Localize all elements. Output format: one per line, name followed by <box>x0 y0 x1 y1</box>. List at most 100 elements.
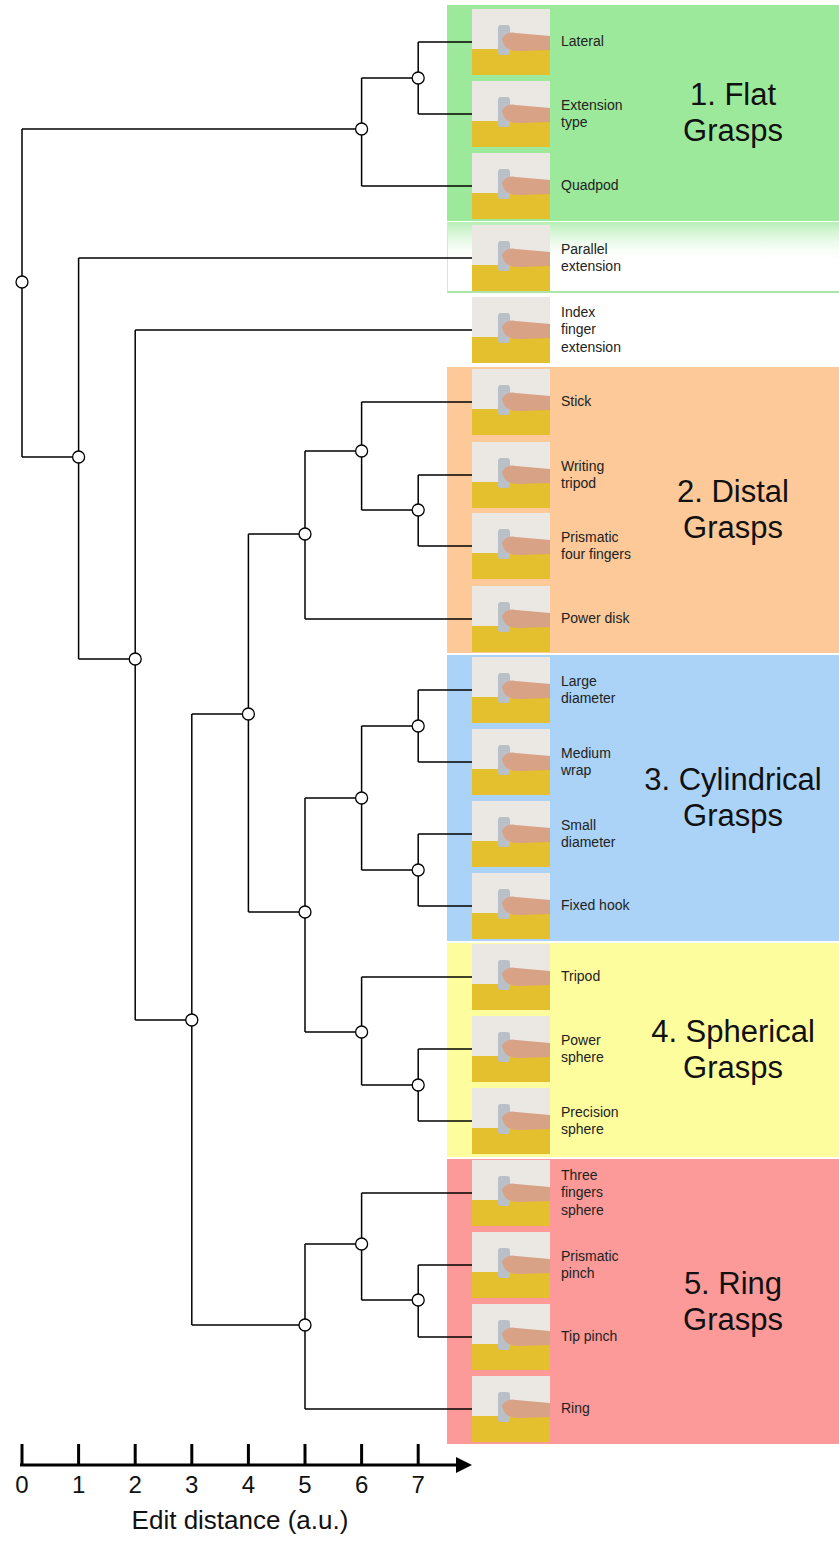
group-title: 3. Cylindrical Grasps <box>631 762 836 833</box>
grasp-label: Prismatic four fingers <box>561 529 633 563</box>
junction-circle <box>412 1079 424 1091</box>
axis-title: Edit distance (a.u.) <box>132 1505 349 1535</box>
photo-table <box>472 1200 550 1226</box>
axis-tick <box>134 1444 137 1465</box>
tick-label: 2 <box>129 1471 142 1498</box>
axis-tick <box>304 1444 307 1465</box>
grasp-label: Stick <box>561 393 633 410</box>
grasp-label: Large diameter <box>561 673 633 707</box>
junction-circle <box>242 708 254 720</box>
dendrogram-line <box>79 658 136 660</box>
grasp-photo <box>472 225 550 291</box>
photo-hand <box>502 1112 550 1130</box>
grasp-photo <box>472 801 550 867</box>
photo-table <box>472 841 550 867</box>
dendrogram-tree <box>16 42 472 1409</box>
dendrogram-line <box>22 456 79 458</box>
photo-wall <box>472 442 550 508</box>
junction-circle <box>356 792 368 804</box>
junction-circle <box>16 276 28 288</box>
photo-table <box>472 626 550 652</box>
dendrogram-line <box>362 185 472 187</box>
grasp-photo <box>472 513 550 579</box>
tick-label: 6 <box>355 1471 368 1498</box>
grasp-label: Lateral <box>561 33 633 50</box>
grasp-label: Small diameter <box>561 817 633 851</box>
dendrogram-line <box>418 474 472 476</box>
dendrogram-line <box>79 257 472 259</box>
photo-wall <box>472 1016 550 1082</box>
dendrogram-line <box>305 1408 472 1410</box>
band-edge <box>447 291 839 293</box>
dendrogram-line <box>21 129 23 457</box>
grasp-label: Quadpod <box>561 177 633 194</box>
dendrogram-line <box>192 1324 305 1326</box>
grasp-photo <box>472 586 550 652</box>
dendrogram-line <box>418 113 472 115</box>
photo-table <box>472 49 550 75</box>
tick-label: 4 <box>242 1471 255 1498</box>
grasp-label: Ring <box>561 1400 633 1417</box>
dendrogram-line <box>305 618 472 620</box>
tick-label: 3 <box>185 1471 198 1498</box>
photo-hand <box>502 33 550 51</box>
photo-wall <box>472 657 550 723</box>
photo-wall <box>472 513 550 579</box>
photo-wall <box>472 153 550 219</box>
photo-hand <box>502 968 550 986</box>
dendrogram-line <box>305 450 362 452</box>
dendrogram-line <box>362 869 419 871</box>
axis-tick <box>21 1444 24 1465</box>
photo-hand <box>502 321 550 339</box>
photo-wall <box>472 1160 550 1226</box>
dendrogram-line <box>305 1031 362 1033</box>
dendrogram-line <box>362 509 419 511</box>
junction-circle <box>186 1014 198 1026</box>
grasp-photo <box>472 1376 550 1442</box>
photo-hand <box>502 753 550 771</box>
photo-table <box>472 769 550 795</box>
dendrogram-line <box>135 1019 192 1021</box>
photo-wall <box>472 944 550 1010</box>
photo-hand <box>502 177 550 195</box>
grasp-photo <box>472 944 550 1010</box>
photo-hand <box>502 393 550 411</box>
photo-wall <box>472 801 550 867</box>
photo-hand <box>502 897 550 915</box>
label-slot: 3 <box>185 1472 198 1498</box>
photo-layer <box>472 9 550 1442</box>
group-title: 5. Ring Grasps <box>658 1266 808 1337</box>
label-slot: Edit distance (a.u.) <box>132 1506 349 1535</box>
dendrogram-line <box>305 797 362 799</box>
grasp-label: Three fingers sphere <box>561 1167 633 1218</box>
dendrogram-line <box>305 1243 362 1245</box>
photo-table <box>472 1056 550 1082</box>
grasp-label: Tripod <box>561 968 633 985</box>
grasp-photo <box>472 729 550 795</box>
photo-table <box>472 482 550 508</box>
photo-table <box>472 1416 550 1442</box>
dendrogram-line <box>135 329 472 331</box>
dendrogram-line <box>362 1192 472 1194</box>
axis-line <box>20 1464 460 1467</box>
tick-label: 5 <box>298 1471 311 1498</box>
grasp-label: Power disk <box>561 610 633 627</box>
photo-hand <box>502 1256 550 1274</box>
photo-hand <box>502 537 550 555</box>
dendrogram-line <box>248 911 305 913</box>
grasp-photo <box>472 297 550 363</box>
label-slot: 4 <box>242 1472 255 1498</box>
axis-tick <box>417 1444 420 1465</box>
grasp-photo <box>472 657 550 723</box>
dendrogram-line <box>418 1120 472 1122</box>
dendrogram-line <box>362 401 472 403</box>
tick-label: 0 <box>15 1471 28 1498</box>
photo-wall <box>472 586 550 652</box>
junction-circle <box>299 906 311 918</box>
dendrogram-line <box>362 1084 419 1086</box>
junction-circle <box>412 72 424 84</box>
axis-tick <box>360 1444 363 1465</box>
junction-circle <box>356 445 368 457</box>
dendrogram-line <box>362 1299 419 1301</box>
